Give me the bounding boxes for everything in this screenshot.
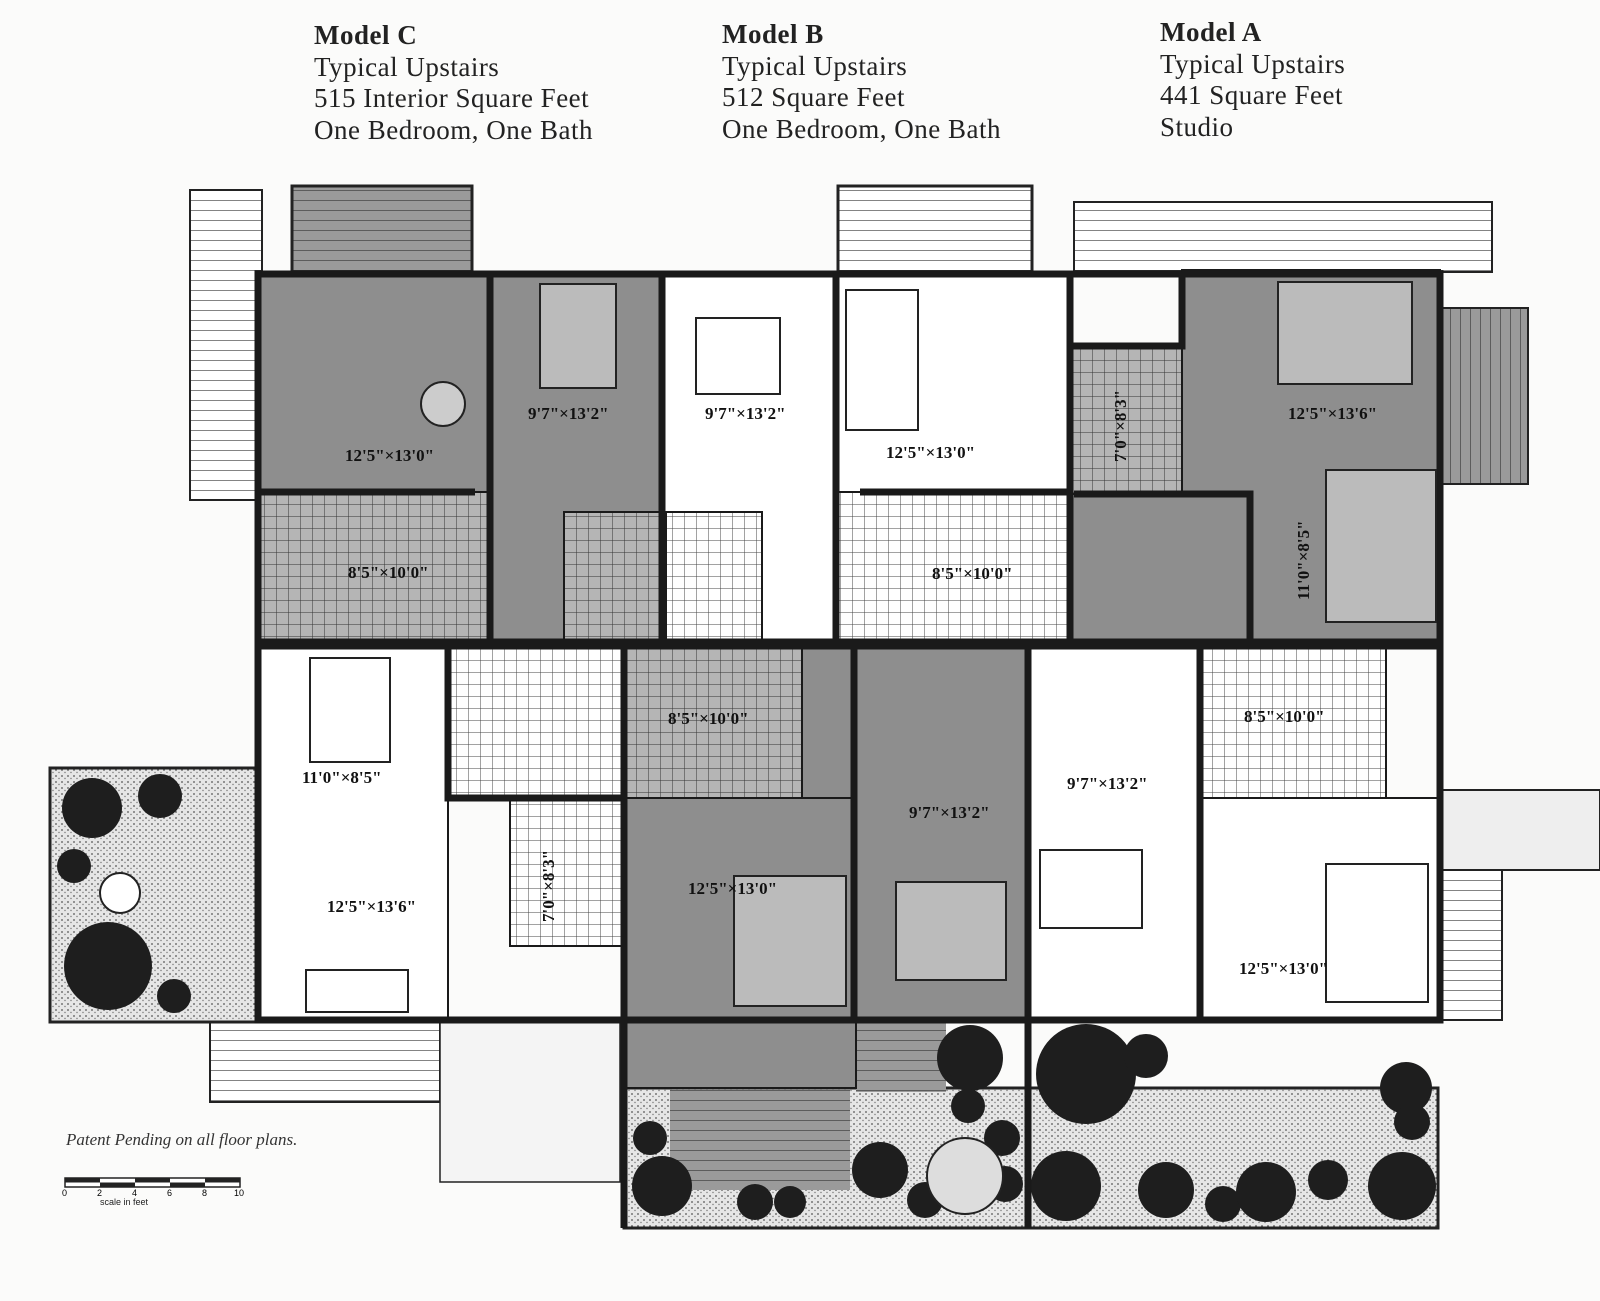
scale-tick: 8 [202, 1188, 207, 1198]
model-area: 512 Square Feet [722, 82, 905, 112]
trees [57, 774, 1436, 1222]
model-title: Model A [1160, 17, 1262, 47]
patio-table [926, 1137, 1004, 1215]
dim-living-a2: 12'5"×13'0" [1239, 959, 1328, 978]
dim-bedroom-c: 9'7"×13'2" [528, 404, 609, 423]
dim-kitchen-b2: 8'5"×10'0" [668, 709, 749, 728]
dim-bedroom-c2: 11'0"×8'5" [302, 768, 382, 787]
dimension-labels: 12'5"×13'0" 9'7"×13'2" 8'5"×10'0" 9'7"×1… [302, 390, 1377, 978]
dim-living-b2: 12'5"×13'0" [688, 879, 777, 898]
dim-living-c: 12'5"×13'0" [345, 446, 434, 465]
scale-tick: 4 [132, 1188, 137, 1198]
model-area: 515 Interior Square Feet [314, 83, 590, 113]
dim-living-a: 12'5"×13'6" [1288, 404, 1377, 423]
model-c-header: Model C Typical Upstairs 515 Interior Sq… [314, 20, 593, 146]
model-a-header: Model A Typical Upstairs 441 Square Feet… [1160, 17, 1345, 143]
dim-sleeping-a: 11'0"×8'5" [1294, 520, 1313, 600]
dim-living-c2: 12'5"×13'6" [327, 897, 416, 916]
scale-tick: 6 [167, 1188, 172, 1198]
scale-tick: 10 [234, 1188, 244, 1198]
dim-kitchen-b: 8'5"×10'0" [932, 564, 1013, 583]
dim-kitchen-a2: 8'5"×10'0" [1244, 707, 1325, 726]
walls [254, 270, 1444, 1228]
model-area: 441 Square Feet [1160, 80, 1343, 110]
scale-caption: scale in feet [100, 1197, 149, 1207]
model-level: Typical Upstairs [1160, 48, 1346, 79]
dim-kitchen-c2: 7'0"×8'3" [539, 850, 558, 922]
dim-kitchen-c: 8'5"×10'0" [348, 563, 429, 582]
dim-kitchen-a: 7'0"×8'3" [1111, 390, 1130, 462]
dim-bedroom-a2: 9'7"×13'2" [1067, 774, 1148, 793]
model-level: Typical Upstairs [314, 51, 500, 82]
model-b-header: Model B Typical Upstairs 512 Square Feet… [722, 19, 1001, 145]
model-rooms: One Bedroom, One Bath [314, 114, 593, 145]
model-level: Typical Upstairs [722, 50, 908, 81]
scale-bar: 0 2 4 6 8 10 [62, 1177, 244, 1198]
dim-bedroom-b: 9'7"×13'2" [705, 404, 786, 423]
scale-tick: 0 [62, 1188, 67, 1198]
scale-tick: 2 [97, 1188, 102, 1198]
model-title: Model C [314, 20, 418, 50]
model-title: Model B [722, 19, 824, 49]
furniture [99, 281, 1437, 1013]
model-rooms: Studio [1160, 111, 1234, 142]
patent-note: Patent Pending on all floor plans. [66, 1130, 298, 1149]
dim-bedroom-b2: 9'7"×13'2" [909, 803, 990, 822]
dim-living-b: 12'5"×13'0" [886, 443, 975, 462]
exterior-decks [189, 184, 1600, 1183]
model-rooms: One Bedroom, One Bath [722, 113, 1001, 144]
